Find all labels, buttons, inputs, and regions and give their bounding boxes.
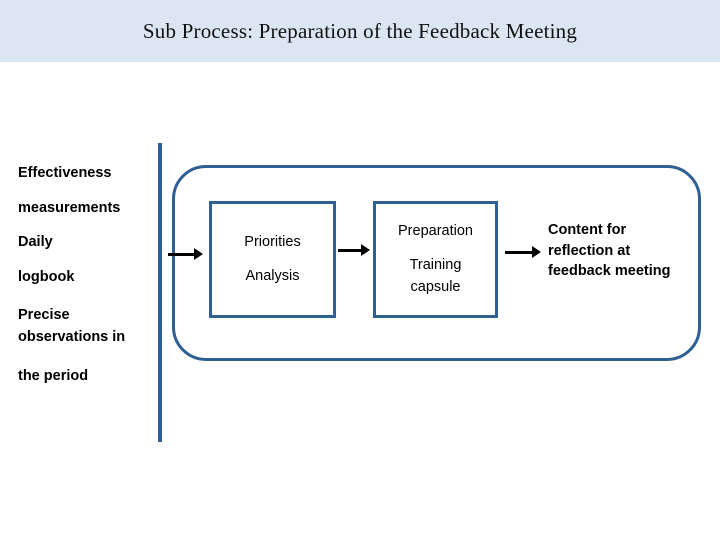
title-band: [0, 0, 720, 62]
step-label-content-for: Content for: [548, 222, 627, 239]
arrow-into-priorities: [168, 247, 203, 261]
page-title: Sub Process: Preparation of the Feedback…: [142, 18, 578, 43]
step-label-reflection-at: reflection at: [548, 242, 631, 259]
left-input-list: Effectiveness measurements Daily logbook…: [18, 166, 154, 403]
step-label-capsule: capsule: [410, 278, 461, 295]
step-label-training: Training: [409, 257, 462, 274]
left-line-the-period: the period: [18, 367, 89, 384]
step-text-content-for-reflection: Content for reflection at feedback meeti…: [548, 205, 698, 297]
step-label-analysis: Analysis: [245, 268, 300, 284]
arrow-priorities-to-preparation: [338, 243, 370, 257]
vertical-divider-bar: [158, 143, 162, 442]
left-line-precise-observations: Precise observations in: [18, 307, 126, 346]
arrow-shaft: [168, 252, 195, 256]
left-line-logbook: logbook: [18, 268, 75, 285]
step-label-preparation: Preparation: [398, 223, 473, 240]
arrow-head-icon: [361, 244, 370, 256]
left-line-effectiveness: Effectiveness: [18, 165, 112, 181]
step-label-feedback-meeting: feedback meeting: [548, 263, 671, 280]
arrow-head-icon: [194, 248, 203, 260]
arrow-preparation-to-content: [505, 245, 541, 259]
arrow-head-icon: [532, 246, 541, 258]
arrow-shaft: [505, 250, 533, 254]
step-box-preparation-training-capsule: Preparation Training capsule: [373, 201, 498, 318]
left-line-measurements: measurements: [18, 199, 121, 216]
step-box-priorities-analysis: Priorities Analysis: [209, 201, 336, 318]
step-label-priorities: Priorities: [244, 233, 301, 250]
arrow-shaft: [338, 248, 362, 252]
left-line-daily: Daily: [18, 234, 53, 250]
process-container-rounded-rect: [172, 165, 701, 361]
